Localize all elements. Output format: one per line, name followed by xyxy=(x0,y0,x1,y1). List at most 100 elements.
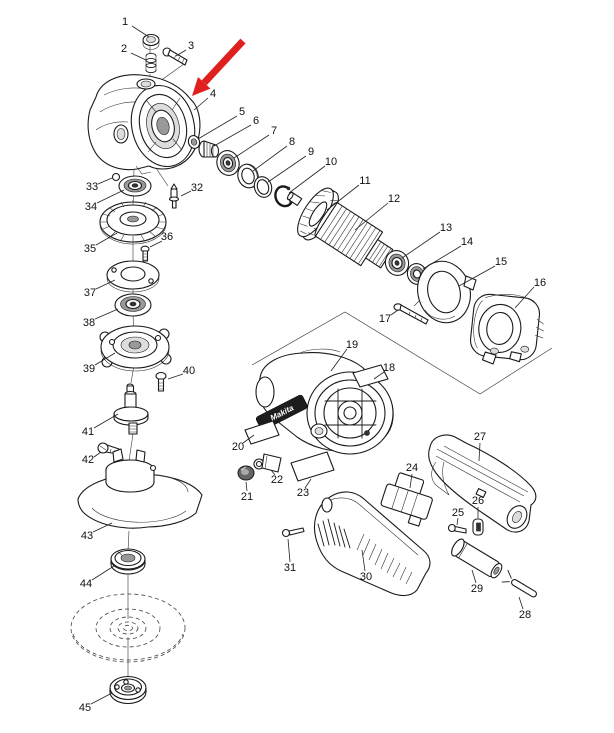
part-22-carbon-brush xyxy=(253,453,282,473)
part-label-1: 1 xyxy=(122,16,128,28)
part-29-grip-tube xyxy=(451,538,503,579)
part-35-bevel-gear xyxy=(99,200,167,245)
part-33-ball xyxy=(111,172,121,182)
part-2-spring xyxy=(145,52,157,74)
part-label-10: 10 xyxy=(325,156,337,168)
leader-line-4 xyxy=(193,97,209,111)
leader-line-16 xyxy=(514,286,535,309)
part-39-bearing-box xyxy=(99,325,172,372)
part-6-pinion-gear xyxy=(198,140,220,158)
leader-line-7 xyxy=(233,134,270,159)
part-label-9: 9 xyxy=(308,146,314,158)
part-label-21: 21 xyxy=(241,491,253,503)
leader-line-17 xyxy=(390,309,399,316)
part-label-11: 11 xyxy=(359,175,370,187)
part-label-33: 33 xyxy=(86,181,98,193)
leader-line-8 xyxy=(252,145,288,172)
leader-line-29 xyxy=(471,569,477,584)
part-15-baffle-plate xyxy=(413,260,477,324)
leader-line-28 xyxy=(518,596,524,610)
part-34-bearing xyxy=(118,175,152,197)
part-23-label-sticker xyxy=(290,451,335,482)
part-label-30: 30 xyxy=(360,571,372,583)
leader-line-32 xyxy=(180,190,192,197)
red-arrow-head xyxy=(192,77,211,96)
grinding-wheel-dashed xyxy=(70,593,186,663)
leader-line-36 xyxy=(149,240,163,248)
leader-line-5 xyxy=(197,115,238,140)
part-label-5: 5 xyxy=(239,106,245,118)
leader-line-10 xyxy=(288,165,326,194)
part-3-screw xyxy=(162,47,188,66)
leader-line-19 xyxy=(330,348,348,372)
part-7-ball-bearing xyxy=(216,150,240,176)
leader-line-42 xyxy=(93,451,102,458)
part-label-26: 26 xyxy=(472,495,484,507)
part-label-36: 36 xyxy=(161,231,173,243)
part-36-screw xyxy=(140,245,150,262)
part-label-44: 44 xyxy=(80,578,92,590)
part-4-gear-housing xyxy=(87,74,201,175)
part-37-plate xyxy=(106,260,160,293)
leader-line-35 xyxy=(95,232,118,246)
leader-line-21 xyxy=(245,481,248,492)
leader-line-30 xyxy=(361,549,366,572)
part-label-16: 16 xyxy=(534,277,546,289)
part-25-screw xyxy=(447,523,467,534)
part-43-wheel-guard xyxy=(77,448,203,529)
part-24-switch xyxy=(380,472,433,527)
part-label-2: 2 xyxy=(121,43,127,55)
part-5-washer xyxy=(187,135,201,149)
part-label-8: 8 xyxy=(289,136,295,148)
part-label-43: 43 xyxy=(81,530,93,542)
part-label-38: 38 xyxy=(83,317,95,329)
part-44-inner-flange xyxy=(110,548,146,575)
part-label-41: 41 xyxy=(82,426,94,438)
part-label-22: 22 xyxy=(271,474,283,486)
part-label-42: 42 xyxy=(82,454,94,466)
leader-line-12 xyxy=(354,202,389,231)
part-19-motor-housing: Makita xyxy=(255,348,394,455)
leader-line-23 xyxy=(304,478,312,489)
part-9-washer xyxy=(253,176,273,198)
leader-line-39 xyxy=(94,352,116,366)
leader-line-45 xyxy=(90,692,113,705)
part-label-31: 31 xyxy=(284,562,296,574)
part-label-24: 24 xyxy=(406,462,418,474)
part-label-6: 6 xyxy=(253,115,259,127)
leader-line-2 xyxy=(130,52,147,61)
part-label-20: 20 xyxy=(232,441,244,453)
part-label-18: 18 xyxy=(383,362,395,374)
part-label-7: 7 xyxy=(271,125,277,137)
part-label-12: 12 xyxy=(388,193,400,205)
part-17-screw xyxy=(393,303,429,325)
part-label-13: 13 xyxy=(440,222,452,234)
part-label-29: 29 xyxy=(471,583,483,595)
part-31-screw xyxy=(281,527,305,538)
leader-line-27 xyxy=(478,442,481,462)
leader-line-40 xyxy=(167,373,184,380)
part-label-25: 25 xyxy=(452,507,464,519)
leader-line-13 xyxy=(401,231,441,259)
leader-line-37 xyxy=(95,279,116,290)
leader-line-3 xyxy=(175,49,187,57)
part-28-cord-sleeve xyxy=(501,569,537,598)
leader-line-38 xyxy=(94,308,119,320)
part-18-label-sticker xyxy=(352,364,389,388)
leader-line-22 xyxy=(270,469,276,476)
leader-line-31 xyxy=(287,538,291,563)
leader-line-14 xyxy=(422,245,462,270)
part-11-fan xyxy=(297,187,339,241)
part-38-bearing xyxy=(114,293,152,317)
part-8-ring xyxy=(237,163,259,189)
leader-line-15 xyxy=(458,265,496,287)
leader-line-9 xyxy=(267,155,307,183)
part-1-nut xyxy=(142,33,160,50)
part-label-34: 34 xyxy=(85,201,97,213)
part-label-14: 14 xyxy=(461,236,473,248)
part-41-spindle xyxy=(113,383,149,435)
part-16-field-stator xyxy=(469,293,544,365)
part-label-40: 40 xyxy=(183,365,195,377)
